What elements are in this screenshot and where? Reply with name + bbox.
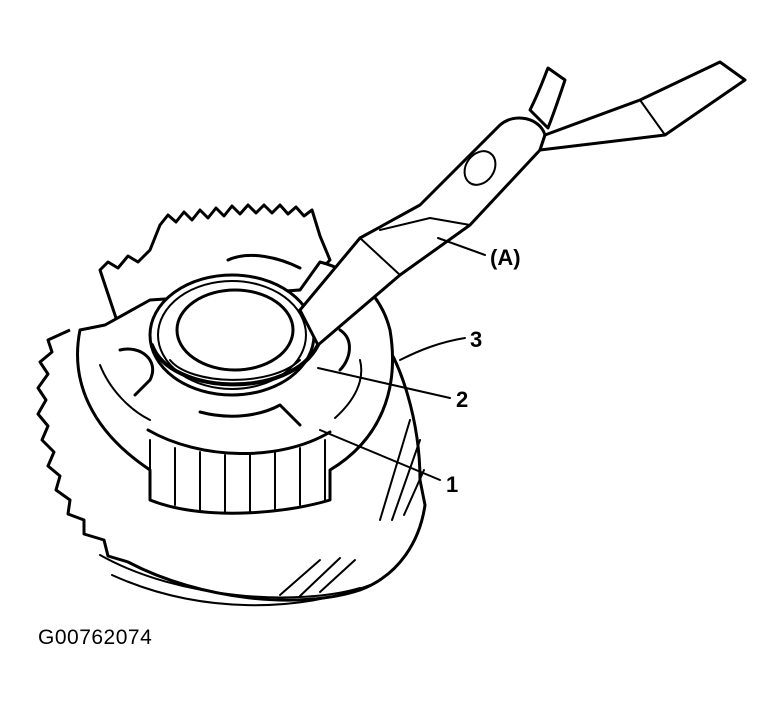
leader-2 [317,367,451,399]
leader-3 [399,337,466,361]
figure-code: G00762074 [38,626,153,649]
callout-1: 1 [446,472,458,497]
leader-lines [317,237,486,481]
snap-ring-pliers [298,60,747,347]
callout-2: 2 [456,387,468,412]
callout-3: 3 [470,327,482,352]
spring-keys [118,253,351,427]
snap-ring [148,273,320,397]
callout-a: (A) [490,245,521,270]
leader-a [437,237,486,256]
leader-1 [319,429,441,481]
